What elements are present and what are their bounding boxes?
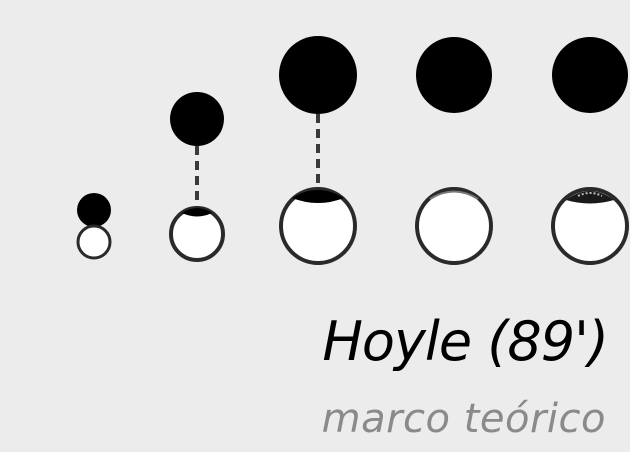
diagram-title: Hoyle (89') <box>322 310 609 373</box>
stage-5-pair <box>551 37 629 265</box>
stage-4-pair <box>415 37 493 265</box>
stage-3-dark-sphere <box>279 36 357 114</box>
stage-1-light-sphere <box>76 224 112 260</box>
stage-2-pair <box>169 92 225 262</box>
stage-5-accretion-cap <box>566 191 614 204</box>
stage-5-light-sphere <box>551 187 629 265</box>
stage-4-dark-sphere <box>416 37 492 113</box>
stage-3-accretion-cap <box>292 190 344 203</box>
stage-4-cap-outline <box>429 190 479 200</box>
stage-1-dark-sphere <box>77 193 111 227</box>
stage-2-dark-sphere <box>170 92 224 146</box>
stage-5-dark-sphere <box>552 37 628 113</box>
stage-3-light-sphere <box>279 187 357 265</box>
binary-star-evolution-diagram <box>76 36 629 265</box>
stage-2-light-sphere <box>169 206 225 262</box>
stage-3-pair <box>279 36 357 265</box>
stage-2-accretion-cap <box>182 208 212 217</box>
diagram-subtitle: marco teórico <box>321 396 606 442</box>
stage-4-light-sphere <box>415 187 493 265</box>
stage-1-pair <box>76 193 112 260</box>
stage-5-cap-highlight <box>577 192 603 197</box>
